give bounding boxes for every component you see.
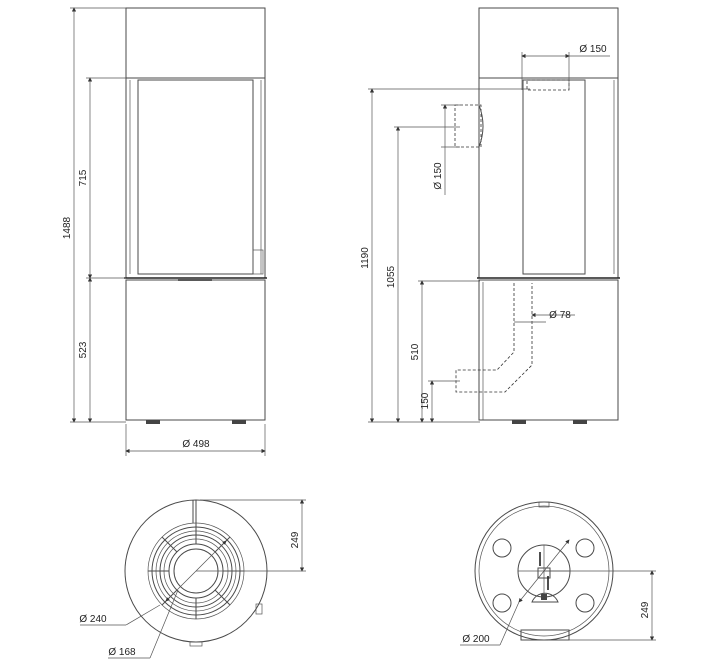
- side-base: [478, 279, 619, 421]
- bottom-front-plate: [520, 629, 570, 641]
- label-rear-flue: Ø 150: [433, 162, 444, 190]
- top-knob: [189, 641, 203, 647]
- label-1190: 1190: [360, 247, 371, 269]
- top-view: 249 Ø 240 Ø 168: [79, 499, 306, 659]
- front-door-handle: [252, 249, 264, 275]
- bottom-view: 249 Ø 200: [460, 501, 656, 646]
- label-air-inlet: Ø 78: [549, 310, 571, 321]
- bottom-hole-1: [492, 538, 512, 558]
- front-foot-right: [232, 420, 246, 424]
- bottom-hole-3: [492, 593, 512, 613]
- side-body: [478, 77, 619, 279]
- side-foot-right: [573, 420, 587, 424]
- label-150: 150: [420, 392, 431, 409]
- front-base: [125, 279, 266, 421]
- rear-flue-dashed: [454, 104, 482, 148]
- label-510: 510: [410, 343, 421, 360]
- front-glass-door: [137, 79, 254, 275]
- label-1055: 1055: [386, 265, 397, 288]
- label-bottom-249: 249: [640, 601, 651, 618]
- side-view: Ø 150 Ø 150 1190 1055 510 150 Ø 78: [360, 7, 620, 424]
- bottom-hole-4: [575, 593, 595, 613]
- front-top-cap: [125, 7, 266, 79]
- side-top-cap: [478, 7, 619, 79]
- side-glass: [522, 79, 586, 275]
- label-d168: Ø 168: [108, 647, 136, 658]
- label-d200: Ø 200: [462, 634, 490, 645]
- top-flue-dashed: [526, 79, 570, 91]
- label-d240: Ø 240: [79, 614, 107, 625]
- label-top-flue: Ø 150: [579, 44, 607, 55]
- label-715: 715: [78, 169, 89, 186]
- side-foot-left: [512, 420, 526, 424]
- front-view: 1488 715 523 Ø 498: [62, 7, 267, 456]
- label-top-249: 249: [290, 531, 301, 548]
- label-d498: Ø 498: [182, 439, 210, 450]
- front-foot-left: [146, 420, 160, 424]
- air-inlet-dashed: [455, 283, 533, 393]
- label-1488: 1488: [62, 216, 73, 239]
- front-glass-frame: [125, 77, 266, 279]
- top-handle: [255, 603, 263, 615]
- bottom-hole-2: [575, 538, 595, 558]
- label-523: 523: [78, 341, 89, 358]
